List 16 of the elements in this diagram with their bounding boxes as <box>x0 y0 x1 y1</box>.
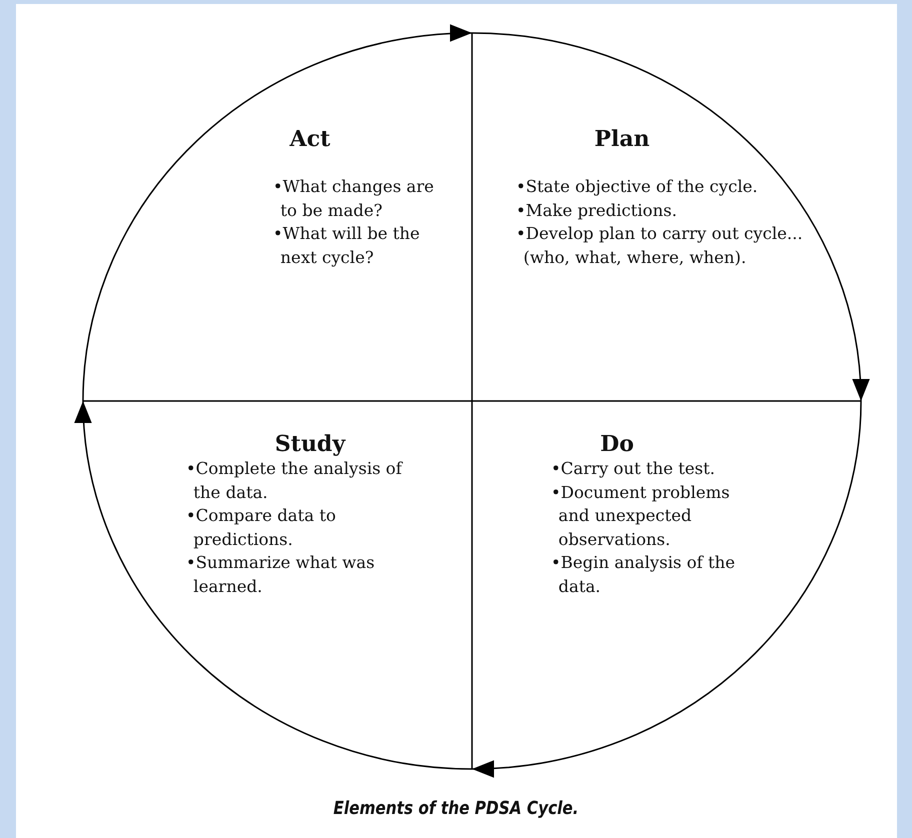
quadrant-heading: Act <box>290 126 330 152</box>
caption: Elements of the PDSA Cycle. <box>333 798 579 819</box>
bullet-text: •What will be the next cycle? <box>273 223 421 269</box>
bullet-text: •Compare data to predictions. <box>186 505 337 550</box>
bullet-text: •What changes are to be made? <box>273 176 435 222</box>
bullet-text: •Document problems and unexpected observations. <box>551 482 731 550</box>
bullet-text: •Carry out the test. <box>551 458 716 480</box>
bullet-text: •Begin analysis of the data. <box>551 552 736 598</box>
bullet-text: •Develop plan to carry out cycle... (who, what, where, when). <box>516 223 804 268</box>
quadrant-heading: Study <box>274 431 346 457</box>
bullet-text: •Complete the analysis of the data. <box>186 458 404 504</box>
bullet-text: •Summarize what was learned. <box>186 552 376 598</box>
bullet-text: •State objective of the cycle. <box>516 176 759 198</box>
quadrant-heading: Plan <box>594 126 650 152</box>
bullet-text: •Make predictions. <box>516 200 678 222</box>
quadrant-heading: Do <box>600 431 634 457</box>
